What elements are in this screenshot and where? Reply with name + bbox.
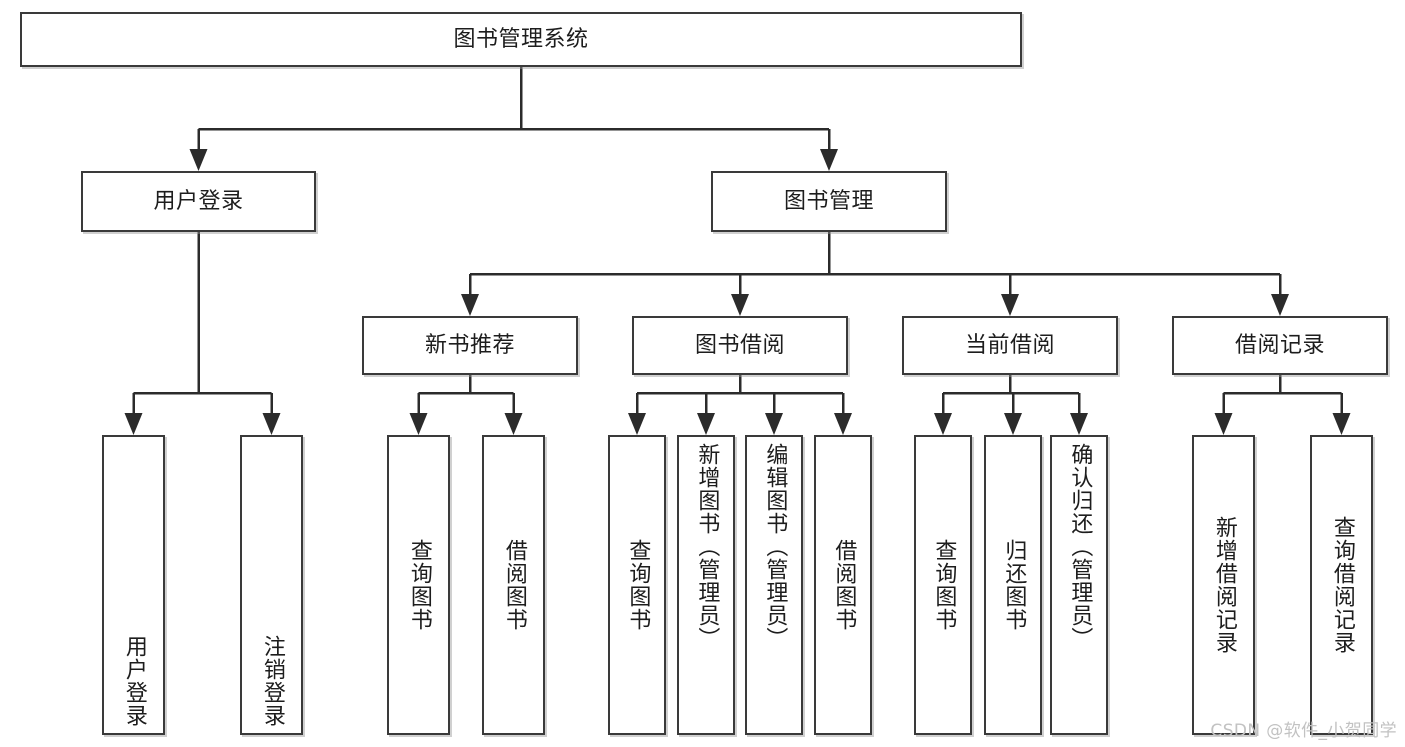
node-label: 编辑图书（管理员）	[762, 443, 788, 650]
node-label: 借阅记录	[1234, 332, 1325, 358]
node-label: 当前借阅	[964, 332, 1055, 358]
node-label: 用户登录	[153, 188, 244, 214]
node-label: 新增借阅记录	[1211, 516, 1237, 654]
node-label: 查询图书	[931, 539, 957, 631]
node-leaf-logout[interactable]: 注销登录	[240, 435, 303, 735]
node-leaf-rc-1[interactable]: 新增借阅记录	[1192, 435, 1255, 735]
node-label: 借阅图书	[501, 539, 527, 631]
node-label: 图书管理系统	[453, 26, 589, 52]
node-label: 查询借阅记录	[1329, 516, 1355, 654]
node-label: 新增图书（管理员）	[694, 443, 720, 650]
node-leaf-login[interactable]: 用户登录	[102, 435, 165, 735]
node-leaf-bw-3[interactable]: 编辑图书（管理员）	[745, 435, 803, 735]
node-leaf-rc-2[interactable]: 查询借阅记录	[1310, 435, 1373, 735]
node-leaf-nb-2[interactable]: 借阅图书	[482, 435, 545, 735]
node-label: 新书推荐	[424, 332, 515, 358]
node-leaf-cb-3[interactable]: 确认归还（管理员）	[1050, 435, 1108, 735]
node-current[interactable]: 当前借阅	[902, 316, 1118, 375]
node-leaf-cb-2[interactable]: 归还图书	[984, 435, 1042, 735]
node-bookmgmt[interactable]: 图书管理	[711, 171, 947, 232]
node-label: 归还图书	[1001, 539, 1027, 631]
node-root[interactable]: 图书管理系统	[20, 12, 1022, 67]
node-label: 借阅图书	[831, 539, 857, 631]
node-label: 图书借阅	[694, 332, 785, 358]
node-label: 确认归还（管理员）	[1067, 443, 1093, 650]
node-records[interactable]: 借阅记录	[1172, 316, 1388, 375]
node-leaf-bw-1[interactable]: 查询图书	[608, 435, 666, 735]
node-login[interactable]: 用户登录	[81, 171, 316, 232]
node-label: 图书管理	[783, 188, 874, 214]
node-leaf-bw-2[interactable]: 新增图书（管理员）	[677, 435, 735, 735]
node-borrow[interactable]: 图书借阅	[632, 316, 848, 375]
watermark-text: CSDN @软件_小贺同学	[1210, 721, 1397, 741]
node-label: 用户登录	[121, 635, 147, 727]
node-label: 注销登录	[259, 635, 285, 727]
node-leaf-nb-1[interactable]: 查询图书	[387, 435, 450, 735]
node-label: 查询图书	[625, 539, 651, 631]
node-label: 查询图书	[406, 539, 432, 631]
node-newbook[interactable]: 新书推荐	[362, 316, 578, 375]
node-leaf-cb-1[interactable]: 查询图书	[914, 435, 972, 735]
node-leaf-bw-4[interactable]: 借阅图书	[814, 435, 872, 735]
